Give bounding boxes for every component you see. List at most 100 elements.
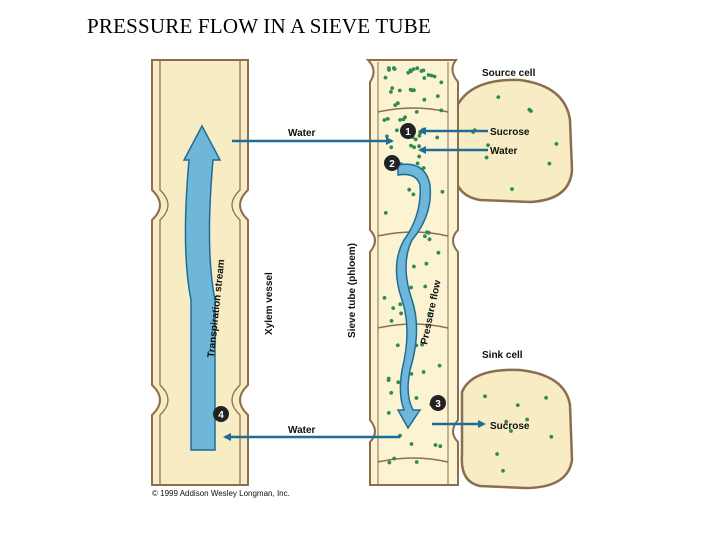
sucrose-particle (392, 66, 396, 70)
sucrose-particle (515, 403, 520, 407)
sucrose-particle (397, 88, 402, 93)
sucrose-particle (425, 230, 429, 235)
sucrose-particle (406, 70, 411, 75)
sucrose-particle (544, 395, 548, 400)
sucrose-particle (411, 67, 416, 71)
sucrose-particle (398, 118, 402, 122)
water-label-bottom: Water (288, 425, 316, 436)
sucrose-particle (486, 143, 490, 148)
sucrose-particle (395, 128, 399, 133)
sucrose-particle (391, 306, 396, 310)
svg-text:4: 4 (218, 410, 224, 421)
sucrose-particle (510, 187, 514, 192)
step-2-badge: 2 (384, 155, 400, 171)
copyright-notice: © 1999 Addison Wesley Longman, Inc. (152, 489, 290, 498)
source-cell-label: Source cell (482, 68, 536, 79)
sucrose-particle (547, 161, 552, 166)
sucrose-particle (389, 319, 394, 323)
sink-cell (460, 368, 574, 490)
sucrose-particle (385, 117, 390, 121)
sucrose-particle (395, 343, 400, 348)
sucrose-particle (417, 144, 421, 149)
sucrose-particle (417, 154, 422, 159)
sucrose-particle (439, 80, 444, 85)
sucrose-particle (389, 145, 394, 150)
sucrose-particle (439, 108, 444, 113)
step-1-badge: 1 (400, 123, 416, 139)
sucrose-particle (415, 66, 420, 71)
sucrose-particle (414, 460, 419, 464)
sucrose-particle (412, 264, 416, 269)
sucrose-particle (414, 396, 419, 400)
pressure-flow-arrow (395, 163, 432, 430)
sucrose-particle (389, 391, 394, 395)
sieve-tube-label: Sieve tube (phloem) (347, 243, 358, 338)
sucrose-particle (420, 342, 424, 347)
sink-cell-label: Sink cell (482, 350, 523, 361)
sucrose-particle (432, 74, 437, 79)
sucrose-particle (423, 284, 428, 289)
sucrose-particle (437, 363, 442, 368)
sucrose-particle (424, 261, 429, 266)
sucrose-particle (426, 73, 431, 77)
svg-text:1: 1 (405, 127, 411, 138)
sucrose-particle (390, 86, 395, 90)
sucrose-particle (407, 187, 412, 192)
sucrose-particle (421, 370, 426, 374)
water-label-in: Water (490, 146, 518, 157)
slide-title: PRESSURE FLOW IN A SIEVE TUBE (87, 14, 431, 38)
sucrose-particle (409, 143, 413, 148)
sucrose-particle (483, 394, 487, 399)
sucrose-particle (435, 94, 440, 98)
sucrose-particle (398, 302, 403, 307)
sucrose-particle (409, 285, 413, 290)
sucrose-particle (554, 142, 559, 146)
svg-text:2: 2 (389, 159, 395, 170)
sucrose-particle (387, 460, 392, 465)
sucrose-particle (389, 90, 393, 94)
sucrose-particle (382, 296, 387, 300)
sucrose-particle (401, 117, 406, 122)
sucrose-particle (414, 110, 419, 114)
sucrose-particle (412, 145, 416, 150)
sucrose-particle (433, 443, 438, 447)
sucrose-label-in: Sucrose (490, 127, 530, 138)
source-cell (453, 78, 574, 204)
sucrose-particle (396, 380, 401, 385)
sucrose-particle (427, 237, 432, 242)
svg-text:3: 3 (435, 399, 441, 410)
sucrose-particle (504, 419, 509, 424)
sucrose-particle (525, 417, 529, 422)
sucrose-particle (411, 192, 416, 197)
sucrose-particle (382, 118, 387, 122)
sucrose-particle (435, 135, 440, 140)
sucrose-particle (436, 250, 441, 255)
sucrose-particle (410, 88, 415, 93)
water-label-top: Water (288, 128, 316, 139)
sucrose-particle (495, 452, 499, 456)
sucrose-particle (409, 372, 414, 376)
sucrose-particle (429, 73, 434, 78)
sucrose-particle (386, 411, 391, 415)
sucrose-particle (509, 429, 513, 433)
sucrose-particle (549, 434, 554, 439)
sucrose-particle (415, 161, 420, 166)
sucrose-particle (383, 75, 388, 80)
step-4-badge: 4 (213, 406, 229, 422)
xylem-vessel-label: Xylem vessel (264, 272, 275, 335)
sucrose-particle (427, 312, 431, 316)
sucrose-particle (413, 137, 418, 142)
sucrose-particle (440, 189, 445, 194)
sucrose-particle (385, 134, 389, 139)
sucrose-particle (529, 109, 533, 113)
sucrose-particle (422, 97, 427, 102)
sucrose-particle (496, 95, 501, 99)
sucrose-particle (423, 234, 427, 239)
sucrose-particle (422, 76, 427, 80)
sucrose-particle (387, 68, 391, 72)
sucrose-particle (392, 456, 397, 461)
sucrose-particle (383, 211, 388, 215)
sucrose-particle (408, 68, 413, 73)
sucrose-label-out: Sucrose (490, 421, 530, 432)
